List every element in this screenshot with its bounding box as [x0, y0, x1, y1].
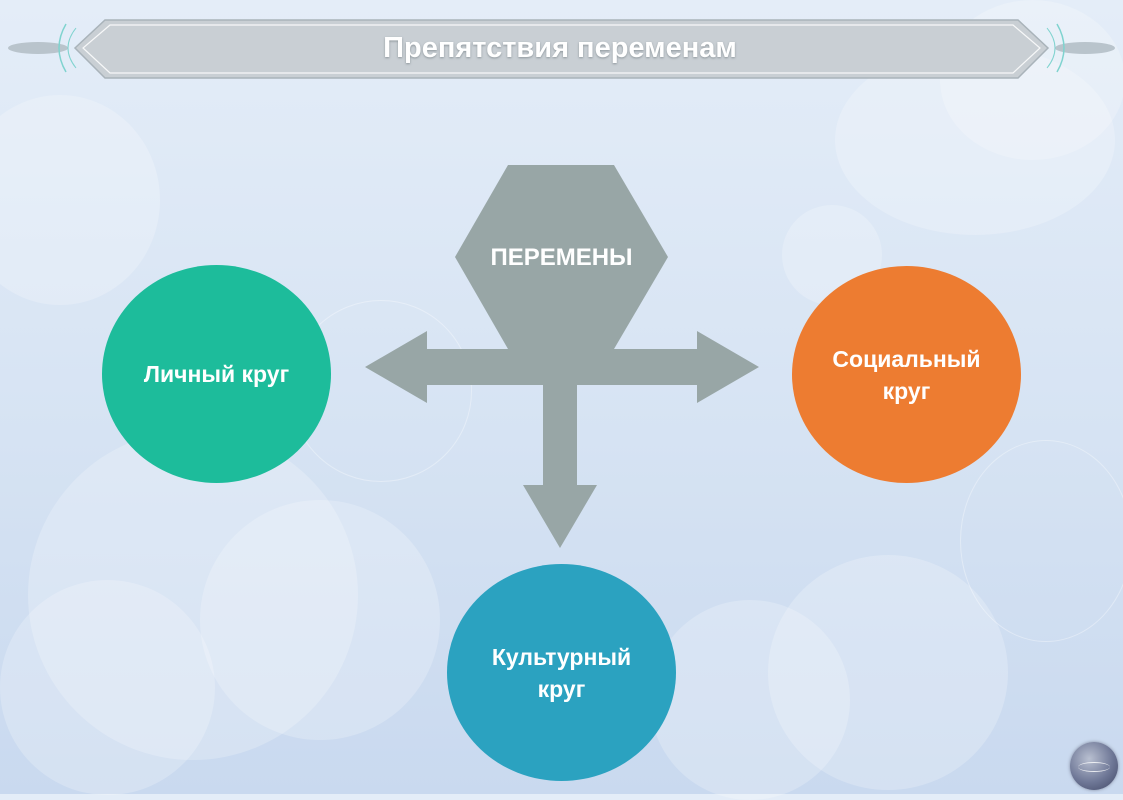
personal-circle-label: Личный круг — [143, 361, 290, 387]
cultural-circle-node: Культурный круг — [447, 564, 676, 781]
down-arrow — [523, 380, 597, 548]
banner-right-pin — [1055, 42, 1115, 54]
banner-left-flourish-inner — [67, 27, 77, 69]
logo-icon — [1070, 742, 1118, 790]
title-banner — [8, 19, 1115, 79]
background-bubble — [0, 580, 215, 795]
center-hexagon — [455, 165, 668, 349]
banner-left-pin — [8, 42, 68, 54]
banner-right-flourish-inner — [1046, 27, 1056, 69]
center-label: ПЕРЕМЕНЫ — [490, 244, 633, 271]
background-ring — [960, 440, 1123, 642]
cultural-circle-label: Культурный круг — [491, 643, 632, 702]
banner-plate — [73, 19, 1050, 79]
background-bubble — [200, 500, 440, 740]
banner-right-flourish — [1056, 23, 1065, 73]
background-bubble — [768, 555, 1008, 790]
background-bubble — [28, 430, 358, 760]
banner-plate-border — [82, 24, 1041, 74]
background-bubble — [0, 95, 160, 305]
social-circle-label: Социальный круг — [832, 345, 981, 404]
banner-left-flourish — [58, 23, 67, 73]
horizontal-double-arrow — [365, 331, 759, 403]
logo-mark — [1078, 762, 1110, 772]
personal-circle-node: Личный круг — [102, 265, 331, 483]
social-circle-node: Социальный круг — [792, 266, 1021, 483]
background-bubble — [650, 600, 850, 800]
slide-title: Препятствия переменам — [383, 32, 737, 64]
